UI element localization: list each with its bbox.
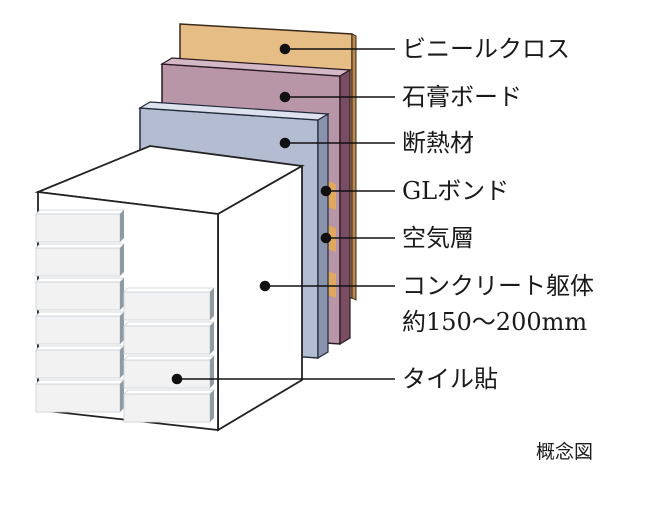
gypsum-board-side [339, 68, 351, 346]
label-gypsum-board: 石膏ボード [402, 83, 522, 111]
tile [35, 277, 125, 311]
leader-dot-gypsum-board [279, 91, 291, 103]
leader-dot-concrete [259, 280, 271, 292]
tile [123, 321, 215, 355]
tile [123, 355, 215, 389]
label-concrete-line1: コンクリート躯体 [402, 272, 594, 300]
label-concrete-line2: 約150〜200mm [402, 308, 587, 336]
leader-dot-insulation [279, 137, 291, 149]
label-air-layer: 空気層 [402, 224, 474, 252]
label-tile: タイル貼 [402, 365, 498, 393]
tile [35, 311, 125, 345]
label-gl-bond: GLボンド [402, 177, 509, 205]
caption: 概念図 [536, 440, 593, 463]
label-insulation: 断熱材 [402, 129, 474, 157]
tile [35, 209, 125, 243]
tile-group [35, 209, 215, 423]
label-vinyl-cloth: ビニールクロス [402, 35, 570, 63]
tile [123, 287, 215, 321]
leader-dot-air-layer [320, 232, 332, 244]
leader-dot-vinyl-cloth [279, 43, 291, 55]
labels: ビニールクロス 石膏ボード 断熱材 GLボンド 空気層 コンクリート躯体 約15… [402, 35, 594, 393]
leader-lines [171, 43, 395, 385]
tile [35, 345, 125, 379]
vinyl-cloth-side [351, 33, 357, 301]
leader-dot-gl-bond [320, 185, 332, 197]
leader-dot-tile [171, 373, 183, 385]
tile [35, 379, 125, 413]
tile [35, 243, 125, 277]
tile [123, 389, 215, 423]
